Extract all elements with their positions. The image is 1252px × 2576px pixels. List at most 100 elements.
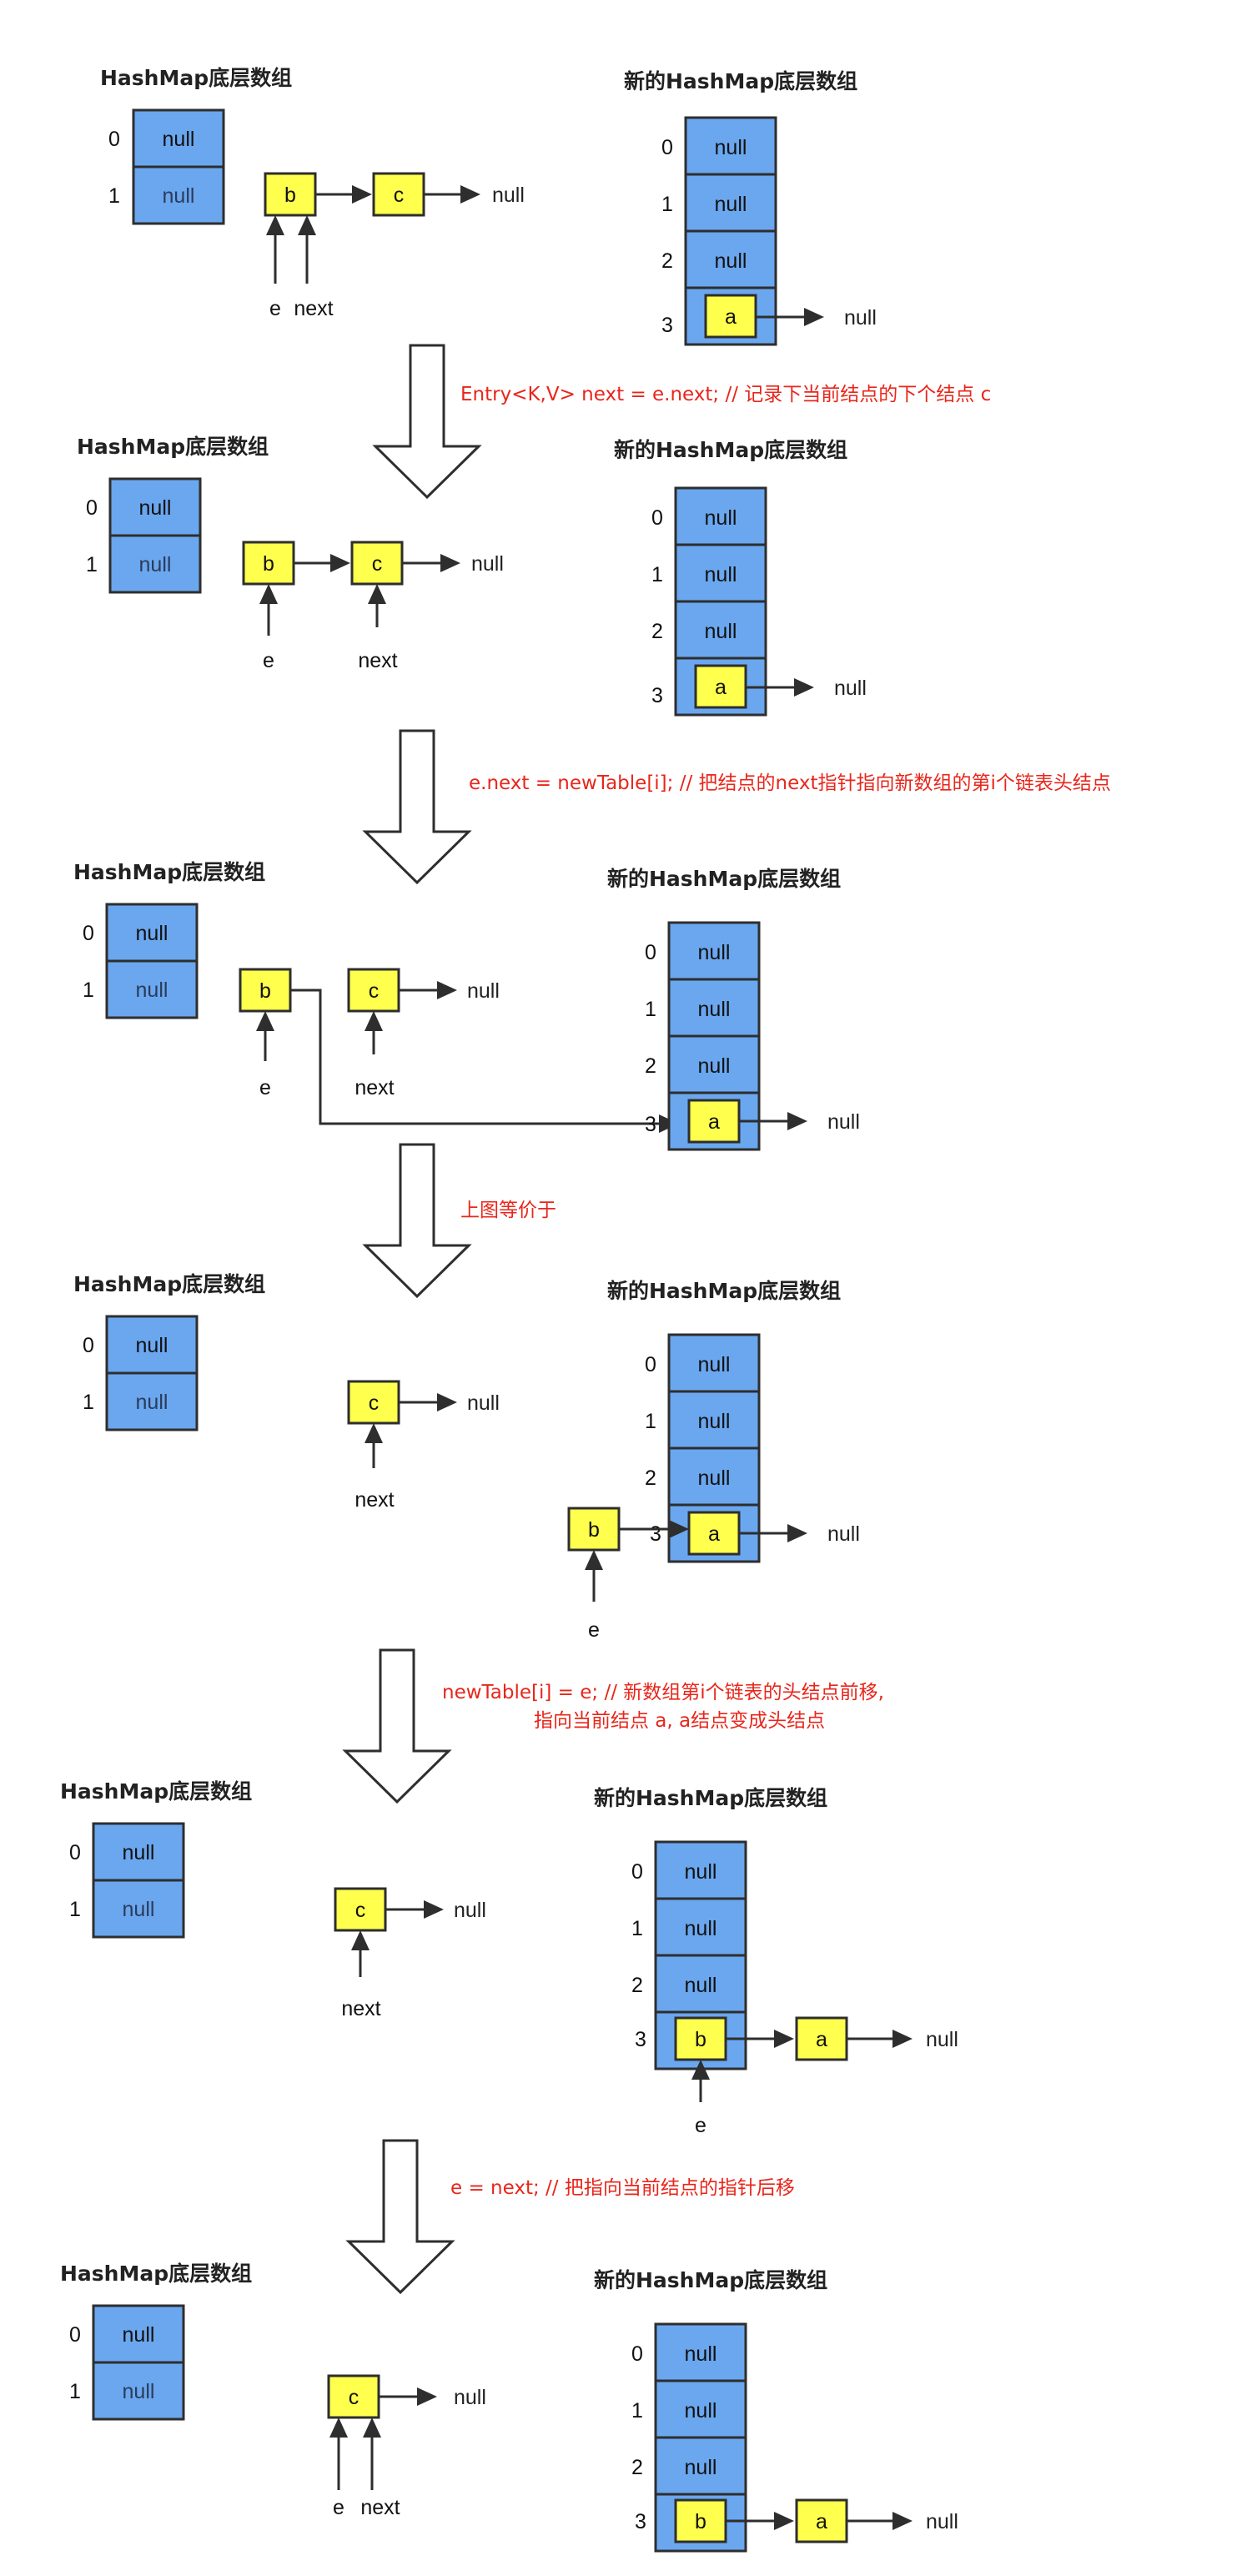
arrowhead — [424, 1900, 444, 1919]
new-index-3: 3 — [651, 684, 663, 707]
old-table-slot-0 — [105, 1315, 199, 1375]
old-index-1: 1 — [108, 184, 120, 208]
new-table-slot-1 — [667, 1390, 761, 1450]
old-index-1: 1 — [69, 2380, 81, 2403]
new-index-3: 3 — [661, 314, 673, 337]
new-index-3: 3 — [635, 2028, 646, 2051]
old-index-1: 1 — [83, 979, 94, 1002]
old-table: null null 0 1 — [108, 108, 225, 225]
new-index-0: 0 — [645, 1353, 656, 1376]
transition-arrow-1 — [372, 344, 482, 500]
arrowhead — [266, 215, 284, 235]
new-table-slot-0 — [654, 1840, 747, 1900]
new-index-2: 2 — [645, 1467, 656, 1490]
annotation-step-5-line-1: newTable[i] = e; // 新数组第i个链表的头结点前移, — [442, 1682, 884, 1703]
step-5: HashMap底层数组 null null 0 1 c null next 新的… — [60, 1779, 958, 2137]
old-chain: c null e next — [327, 2374, 486, 2519]
arrowhead — [368, 584, 386, 604]
transition-arrow-2 — [362, 729, 472, 885]
old-chain: c null next — [334, 1887, 486, 2020]
new-chain-null: null — [926, 2510, 958, 2533]
node-c-label: c — [355, 1899, 366, 1922]
new-table-title: 新的HashMap底层数组 — [607, 1279, 841, 1303]
new-chain-null: null — [844, 306, 877, 330]
new-table: null null null a null 0 1 2 3 — [645, 1333, 860, 1563]
arrowhead — [787, 1524, 807, 1542]
chain-null: null — [454, 2386, 486, 2409]
node-c-label: c — [349, 2386, 360, 2409]
node-b — [264, 172, 317, 217]
arrowhead — [892, 2512, 913, 2530]
node-c-label: c — [369, 1391, 380, 1415]
arrowhead — [669, 1520, 689, 1538]
old-table-title: HashMap底层数组 — [77, 435, 269, 459]
new-slot-0-null: null — [685, 1860, 717, 1884]
arrowhead — [417, 2387, 437, 2406]
new-index-1: 1 — [645, 998, 656, 1021]
annotation-step-5-line-2: 指向当前结点 a, a结点变成头结点 — [534, 1710, 825, 1732]
arrowhead — [298, 215, 316, 235]
new-index-3: 3 — [650, 1522, 661, 1546]
arrowhead — [259, 584, 278, 604]
new-slot-2-null: null — [685, 1974, 717, 1997]
old-slot-0-null: null — [123, 2323, 155, 2347]
new-slot-2-null: null — [685, 2456, 717, 2479]
new-index-0: 0 — [651, 506, 663, 530]
arrowhead — [365, 1423, 383, 1443]
old-slot-1-null: null — [136, 979, 168, 1002]
new-slot-1-null: null — [685, 2399, 717, 2423]
new-table: null null null a null 0 1 2 3 — [651, 486, 867, 717]
arrowhead — [329, 2418, 348, 2438]
annotation-step-6: e = next; // 把指向当前结点的指针后移 — [450, 2177, 795, 2199]
old-index-0: 0 — [69, 1841, 81, 1864]
old-table: null null 0 1 — [69, 1822, 185, 1939]
new-table-slot-1 — [654, 1897, 747, 1957]
new-chain-null: null — [834, 677, 867, 700]
old-slot-1-null: null — [163, 184, 195, 208]
new-table: null null null b a null 0 1 2 3 e — [631, 1840, 958, 2137]
old-table-title: HashMap底层数组 — [73, 1272, 265, 1296]
old-slot-0-null: null — [136, 1334, 168, 1357]
arrowhead — [460, 185, 480, 204]
old-table-slot-1 — [132, 165, 225, 225]
arrowhead — [330, 554, 350, 572]
new-table-slot-0 — [667, 921, 761, 981]
new-table-title: 新的HashMap底层数组 — [624, 69, 857, 93]
new-table-slot-1 — [674, 543, 767, 603]
arrowhead — [256, 1011, 274, 1031]
old-slot-0-null: null — [136, 922, 168, 945]
new-slot-0-null: null — [698, 941, 731, 964]
arrowhead — [440, 554, 460, 572]
new-table-slot-0 — [654, 2322, 747, 2382]
new-table-slot-1 — [684, 173, 777, 233]
new-node-b-label: b — [695, 2028, 706, 2051]
old-table: null null 0 1 — [83, 1315, 199, 1431]
old-table: null null 0 1 — [69, 2304, 185, 2421]
step-2: HashMap底层数组 null null 0 1 b c null e nex… — [77, 435, 867, 717]
pointer-next-label: next — [354, 1488, 394, 1512]
node-c — [327, 2374, 380, 2419]
new-node-b-label: b — [695, 2510, 706, 2533]
pointer-next-label: next — [341, 1997, 380, 2020]
annotation-step-4: 上图等价于 — [460, 1200, 556, 1221]
new-chain-null: null — [926, 2028, 958, 2051]
new-slot-0-null: null — [705, 506, 737, 530]
node-c — [347, 968, 400, 1013]
pointer-next-label: next — [358, 649, 397, 672]
arrowhead — [774, 2512, 794, 2530]
old-table-slot-0 — [132, 108, 225, 169]
new-table-slot-2 — [674, 600, 767, 660]
arrowhead — [363, 2418, 381, 2438]
new-slot-0-null: null — [715, 136, 747, 159]
new-chain-null: null — [827, 1110, 860, 1134]
old-slot-1-null: null — [123, 2380, 155, 2403]
new-index-3: 3 — [635, 2510, 646, 2533]
arrow-b-to-new-slot-3 — [290, 989, 661, 1125]
new-slot-2-null: null — [698, 1054, 731, 1078]
arrowhead — [437, 1393, 457, 1411]
new-node-a-label: a — [708, 1522, 720, 1546]
old-table-slot-1 — [108, 534, 202, 594]
annotation-step-2: Entry<K,V> next = e.next; // 记录下当前结点的下个结… — [460, 384, 991, 405]
new-index-1: 1 — [651, 563, 663, 586]
node-b-label: b — [259, 979, 271, 1003]
